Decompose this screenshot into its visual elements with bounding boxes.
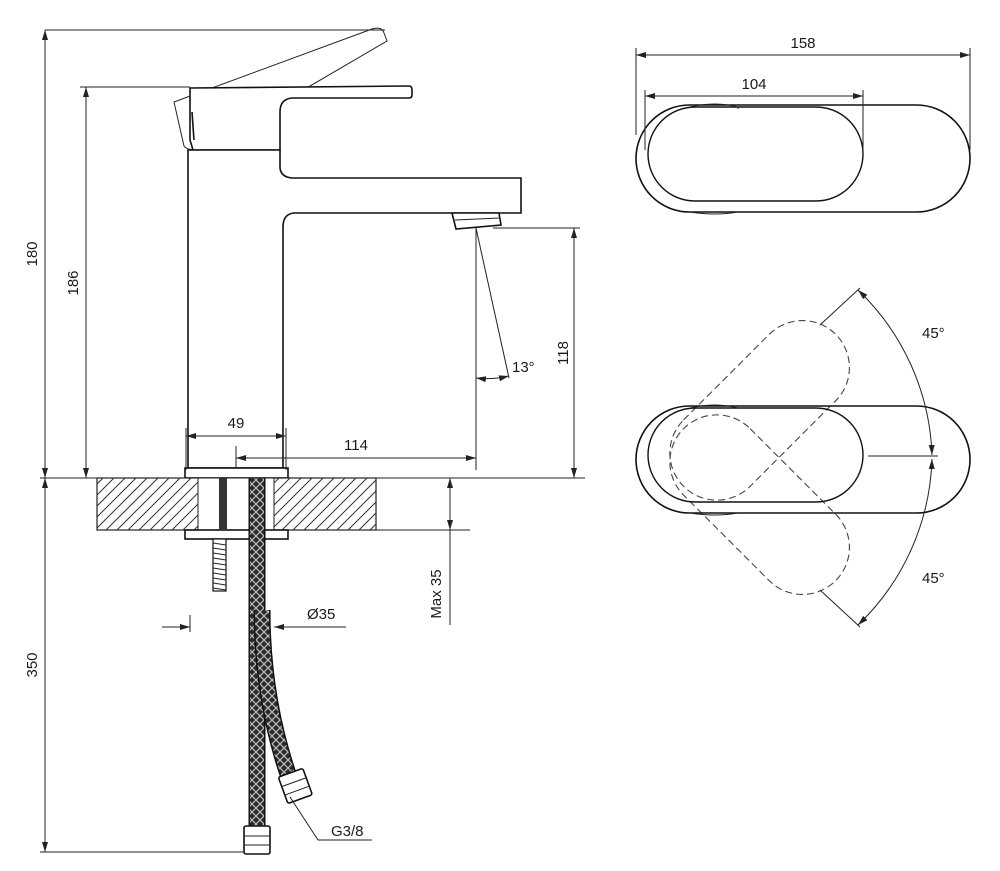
lever-raised-ghost: [173, 27, 388, 151]
hose-fitting-left: [243, 825, 271, 855]
dim-hole-diameter: Ø35: [307, 606, 335, 623]
side-view: 180 186 118 13° 49 114 Ø35 Max 35: [24, 27, 585, 855]
counter-section: [96, 477, 377, 531]
base-plate: [184, 467, 289, 479]
dim-max-thickness: Max 35: [428, 569, 445, 618]
dim-body-width: 49: [228, 415, 245, 432]
top-view-lever: [647, 106, 864, 202]
rotation-arc: [857, 289, 935, 456]
top-view: 158 104: [635, 35, 971, 215]
aerator: [450, 212, 502, 230]
dim-spout-reach: 114: [344, 437, 368, 454]
lever-cap: [191, 111, 195, 141]
faucet-body: [187, 149, 522, 469]
dim-spout-angle: 13°: [512, 359, 535, 376]
dim-hose-length: 350: [24, 652, 41, 677]
rotation-lever: [647, 407, 864, 503]
dim-lever-width: 104: [741, 76, 766, 93]
lever-ghost-up: [669, 320, 850, 501]
dim-rotation-down: 45°: [922, 570, 945, 587]
rotation-body: [635, 405, 971, 514]
dim-thread: G3/8: [331, 823, 364, 840]
dim-outlet-height: 118: [555, 341, 572, 365]
lever-handle: [189, 85, 413, 151]
rotation-view: 45° 45°: [635, 287, 971, 628]
nut-plate: [184, 529, 289, 540]
hose-fitting-right: [278, 768, 313, 804]
dim-spout-height: 186: [65, 270, 82, 295]
dim-total-height: 180: [24, 241, 41, 266]
dim-top-width: 158: [790, 35, 815, 52]
lever-ghost-down: [669, 414, 850, 595]
dim-rotation-up: 45°: [922, 325, 945, 342]
